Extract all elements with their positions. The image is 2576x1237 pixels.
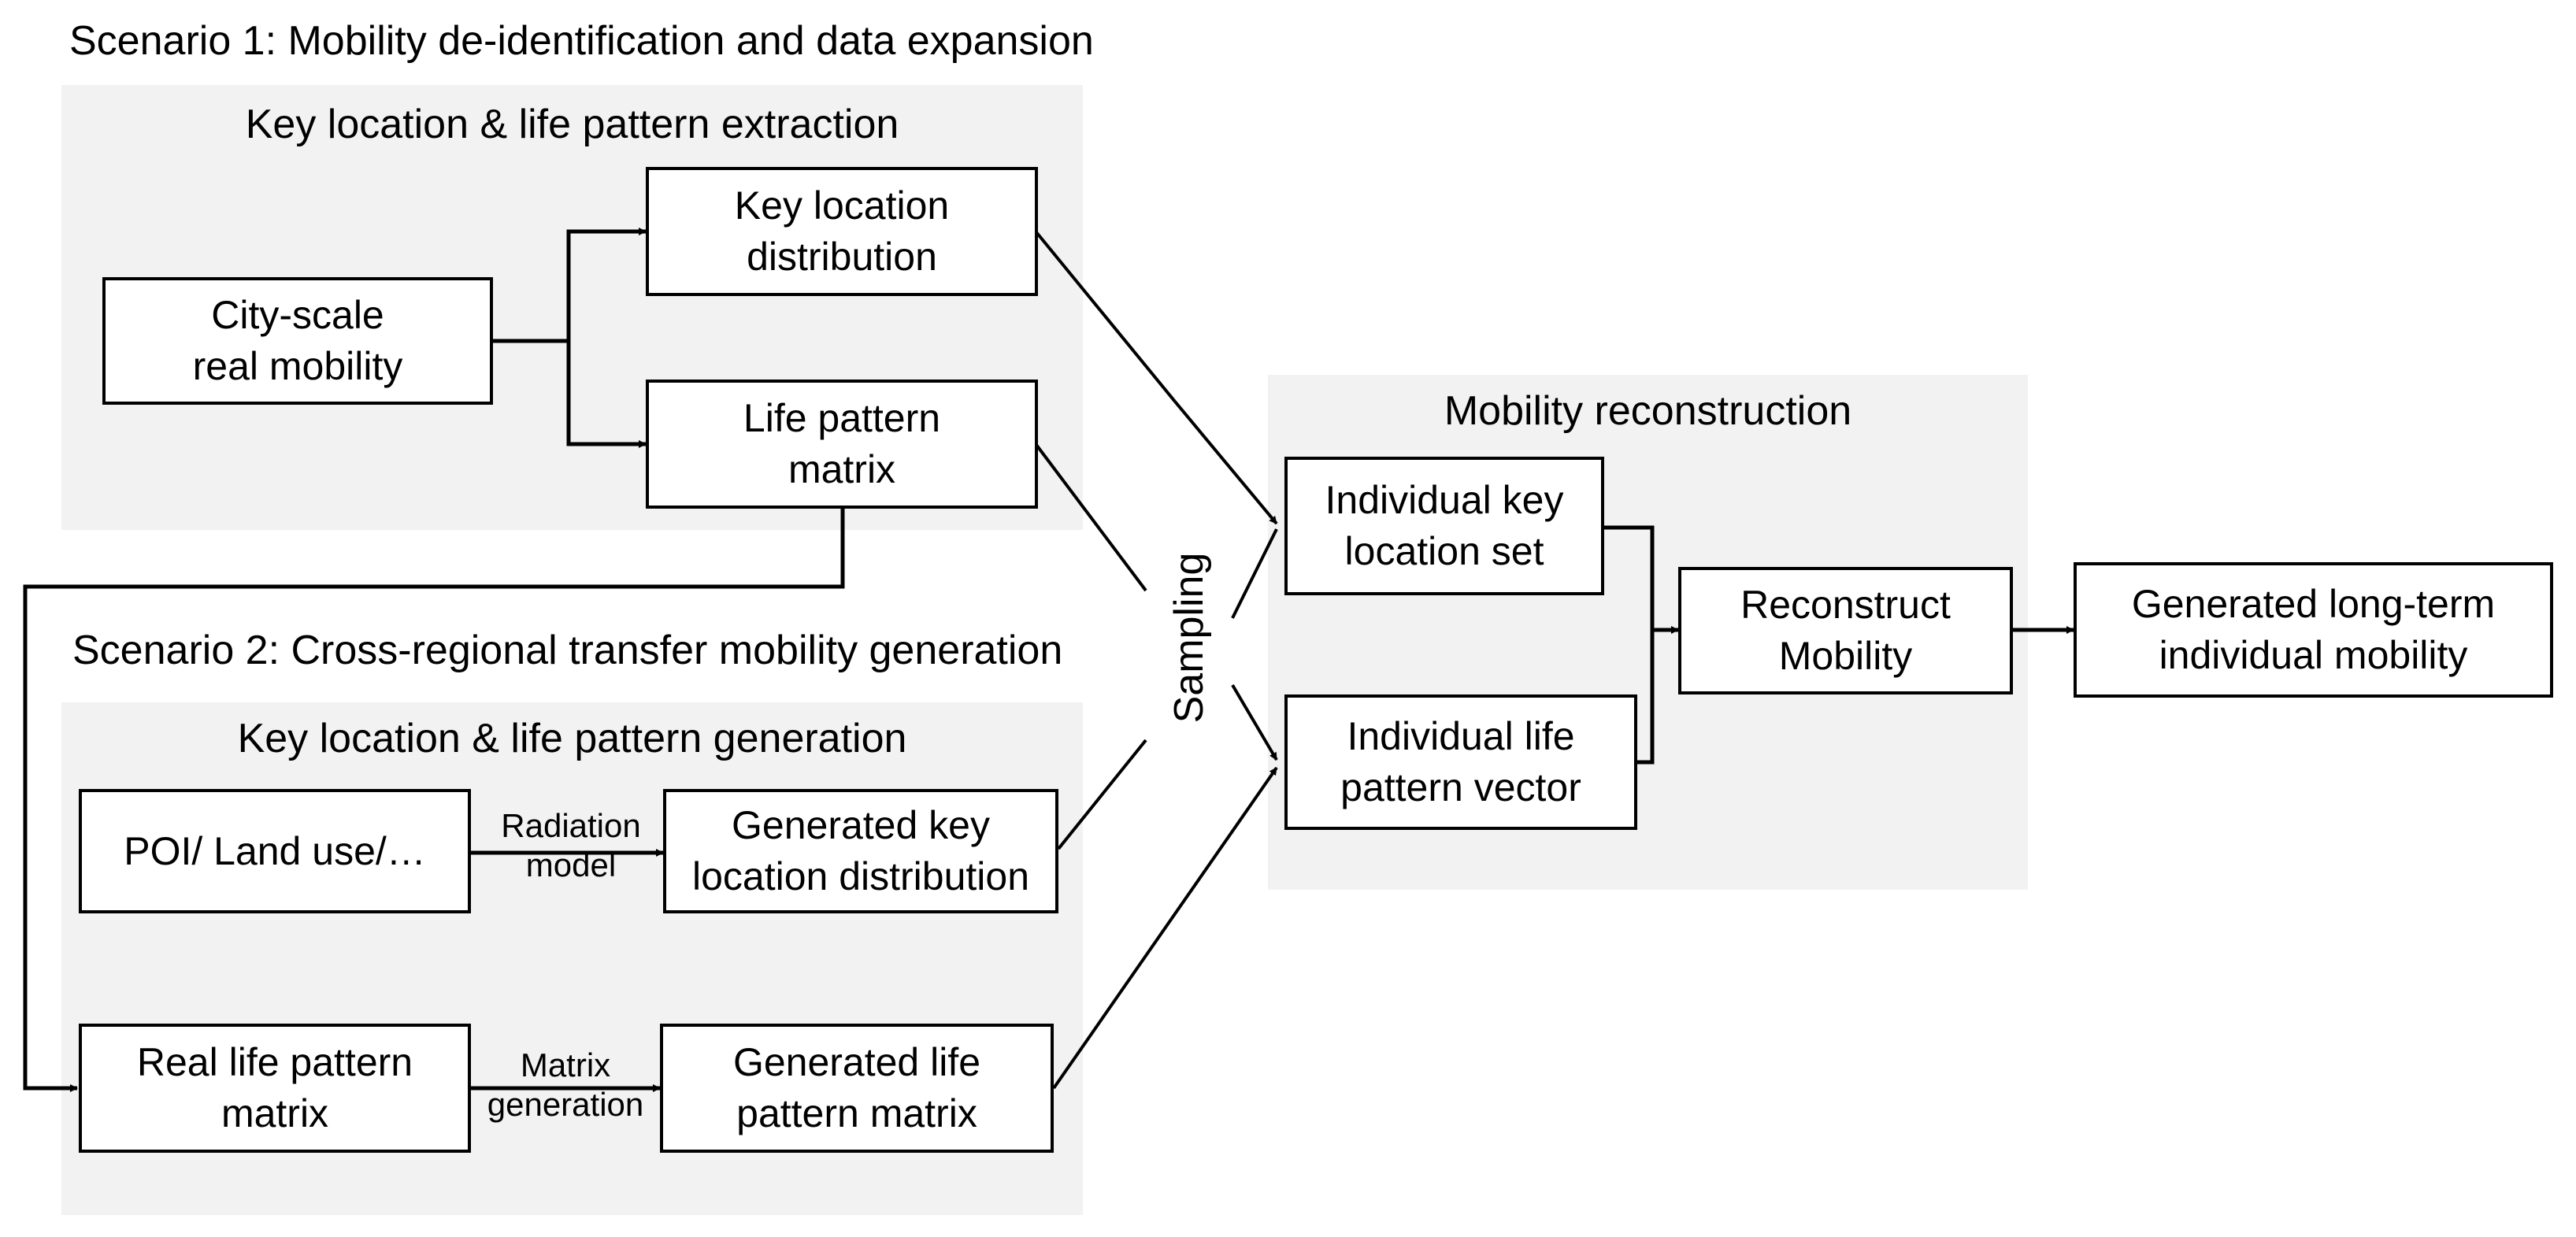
matrix-generation-label: Matrix generation <box>487 1046 644 1124</box>
generated-long-term-mobility-box: Generated long-term individual mobility <box>2074 562 2553 698</box>
city-scale-real-mobility-box: City-scale real mobility <box>102 277 493 405</box>
edge-merge <box>1604 525 1655 765</box>
poi-land-use-box: POI/ Land use/… <box>79 789 471 913</box>
reconstruction-panel-title: Mobility reconstruction <box>1444 388 1852 434</box>
edge-to-life-pattern <box>566 341 647 448</box>
key-location-distribution-box: Key location distribution <box>646 167 1038 296</box>
scenario1-title: Scenario 1: Mobility de-identification a… <box>69 18 1094 64</box>
edge-lifepattern-to-sampling <box>1035 443 1147 592</box>
edge-sampling-lower-to-key <box>1231 528 1278 619</box>
extraction-panel-title: Key location & life pattern extraction <box>245 102 899 147</box>
individual-life-pattern-vector-box: Individual life pattern vector <box>1284 694 1637 830</box>
individual-key-location-set-box: Individual key location set <box>1284 457 1604 595</box>
edge-genkey-to-sampling <box>1057 739 1147 850</box>
edge-sampling-to-individual-key <box>1173 400 1278 525</box>
generation-panel-title: Key location & life pattern generation <box>237 716 907 761</box>
radiation-model-label: Radiation model <box>501 807 641 884</box>
real-life-pattern-matrix-box: Real life pattern matrix <box>79 1024 471 1153</box>
sampling-label: Sampling <box>1166 552 1212 724</box>
scenario2-title: Scenario 2: Cross-regional transfer mobi… <box>72 628 1063 673</box>
edge-keyloc-to-sampling <box>1035 231 1177 403</box>
edge-genlife-to-individual-life <box>1052 766 1278 1090</box>
reconstruct-mobility-box: Reconstruct Mobility <box>1678 567 2013 694</box>
edge-to-key-location <box>566 228 647 341</box>
edge-transfer-life-pattern <box>23 508 845 1092</box>
edge-sampling-to-individual-life <box>1231 683 1278 761</box>
life-pattern-matrix-box: Life pattern matrix <box>646 380 1038 509</box>
generated-life-pattern-matrix-box: Generated life pattern matrix <box>660 1024 1054 1153</box>
generated-key-location-box: Generated key location distribution <box>663 789 1058 913</box>
